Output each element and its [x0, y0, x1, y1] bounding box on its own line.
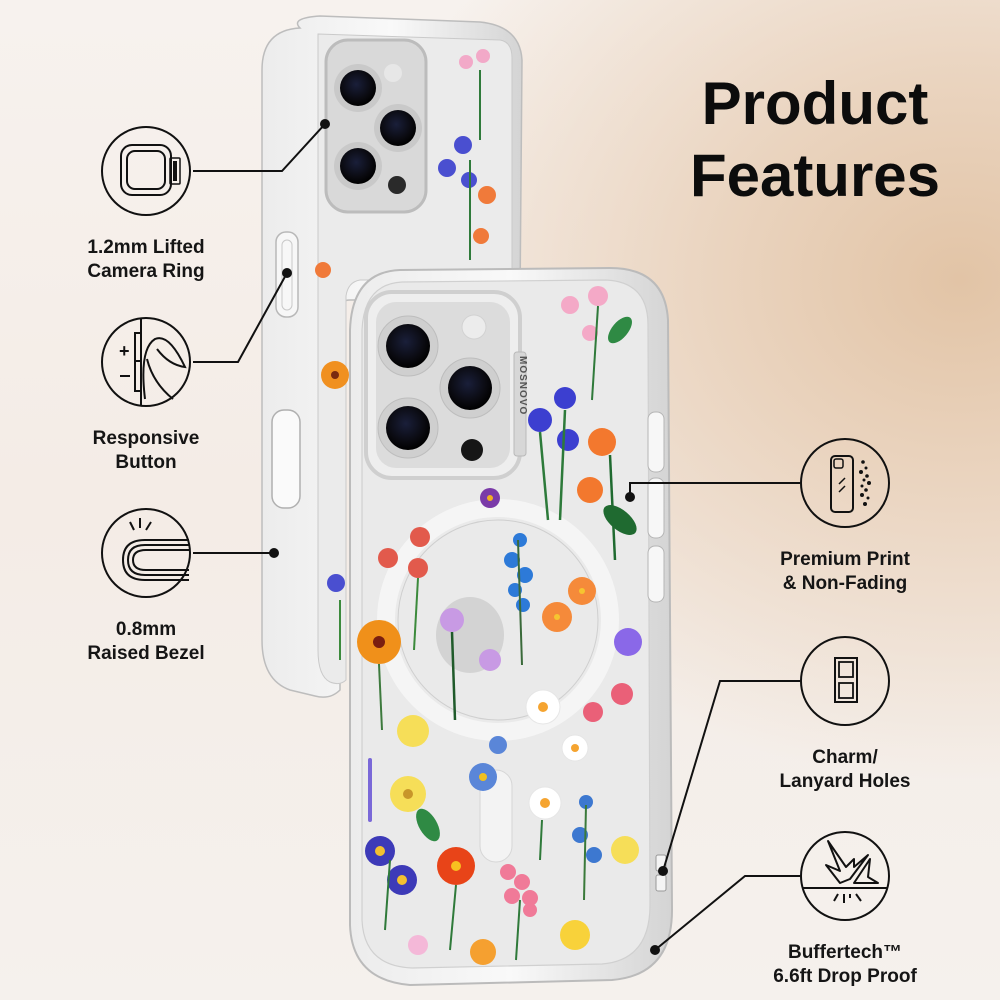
- feature-label: 0.8mm Raised Bezel: [87, 619, 205, 664]
- raised-bezel-icon: [101, 508, 191, 598]
- feature-lanyard-holes: Charm/ Lanyard Holes: [755, 636, 935, 794]
- button-press-icon: +: [101, 317, 191, 407]
- feature-label: Premium Print & Non-Fading: [780, 549, 910, 594]
- feature-drop-proof: Buffertech™ 6.6ft Drop Proof: [755, 831, 935, 989]
- lanyard-holes-icon: [800, 636, 890, 726]
- title-line-2: Features: [689, 142, 941, 209]
- front-phone: MOSNOVO: [349, 266, 674, 987]
- back-phone: [261, 15, 523, 698]
- feature-premium-print: Premium Print & Non-Fading: [755, 438, 935, 596]
- feature-label: Charm/ Lanyard Holes: [779, 747, 911, 792]
- feature-label: 1.2mm Lifted Camera Ring: [87, 237, 205, 282]
- camera-ring-icon: [101, 126, 191, 216]
- feature-label: Buffertech™ 6.6ft Drop Proof: [773, 942, 917, 987]
- title-line-1: Product: [701, 70, 929, 137]
- impact-icon: [800, 831, 890, 921]
- feature-raised-bezel: 0.8mm Raised Bezel: [56, 508, 236, 666]
- feature-label: Responsive Button: [92, 428, 200, 473]
- page-title: Product Features: [660, 68, 970, 212]
- svg-text:+: +: [119, 341, 130, 361]
- phone-print-icon: [800, 438, 890, 528]
- brand-mark: MOSNOVO: [517, 356, 528, 415]
- floral-print: [357, 286, 642, 965]
- feature-responsive-button: + Responsive Button: [56, 317, 236, 475]
- feature-camera-ring: 1.2mm Lifted Camera Ring: [56, 126, 236, 284]
- callout-dots: [269, 119, 668, 955]
